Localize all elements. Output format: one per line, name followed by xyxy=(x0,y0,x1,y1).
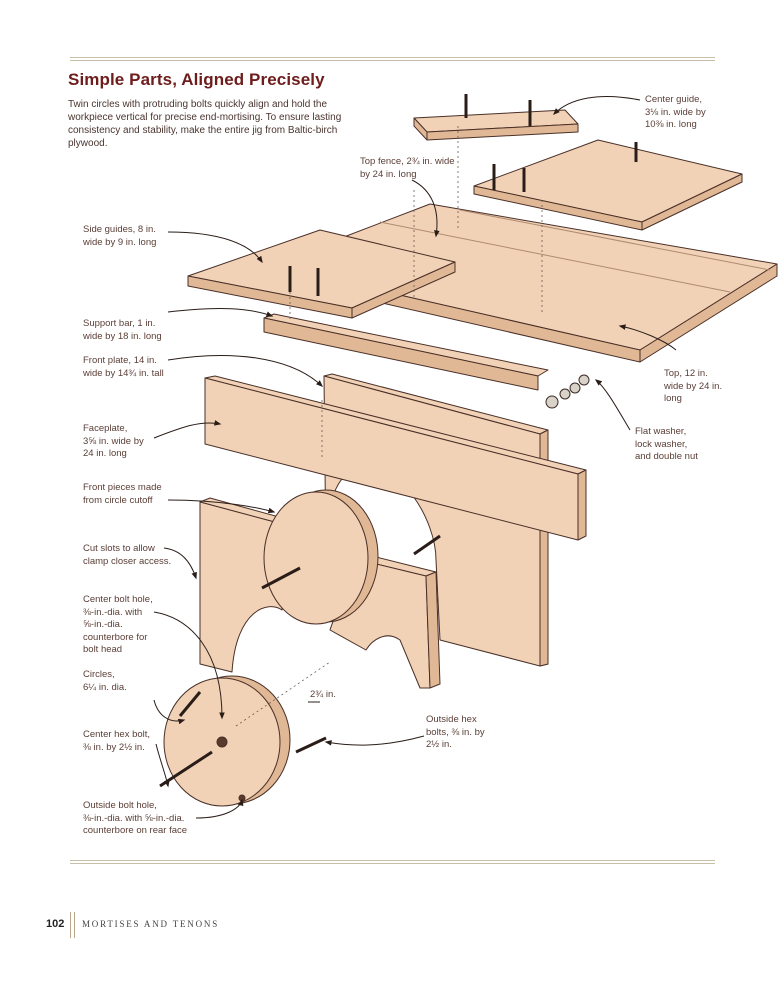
label-center-guide: Center guide, 3⅛ in. wide by 10⅜ in. lon… xyxy=(645,94,706,130)
label-top: Top, 12 in. wide by 24 in. long xyxy=(664,368,723,404)
footer-divider xyxy=(70,912,75,938)
label-outside-hex-bolts: Outside hex bolts, ⅜ in. by 2½ in. xyxy=(426,714,485,750)
center-guide-part xyxy=(413,109,579,141)
label-dimension: 2¾ in. xyxy=(310,689,336,700)
page-number: 102 xyxy=(46,918,65,930)
upper-circle-part xyxy=(263,489,379,625)
lower-circle-part xyxy=(163,675,291,807)
label-circles: Circles, 6¼ in. dia. xyxy=(83,669,127,693)
label-side-guides: Side guides, 8 in. wide by 9 in. long xyxy=(83,224,157,248)
faceplate-part xyxy=(204,375,587,541)
front-pieces-part xyxy=(199,497,441,689)
label-cut-slots: Cut slots to allow clamp closer access. xyxy=(83,543,172,567)
leader-arrows xyxy=(153,95,677,819)
page-title: Simple Parts, Aligned Precisely xyxy=(68,70,325,89)
label-center-hex-bolt: Center hex bolt, ⅜ in. by 2½ in. xyxy=(83,729,151,753)
top-rule xyxy=(70,57,715,58)
running-title: MORTISES AND TENONS xyxy=(82,919,220,929)
label-outside-bolt-hole: Outside bolt hole, ⅜-in.-dia. with ⅝-in.… xyxy=(83,800,188,836)
bolts xyxy=(159,94,638,788)
bottom-rule-secondary xyxy=(70,863,715,864)
bottom-rule xyxy=(70,860,715,861)
alignment-lines xyxy=(235,126,543,727)
top-fence-part xyxy=(473,139,743,231)
label-front-plate: Front plate, 14 in. wide by 14¾ in. tall xyxy=(83,355,164,379)
label-washers: Flat washer, lock washer, and double nut xyxy=(635,426,698,462)
side-guide-part xyxy=(187,229,456,319)
label-top-fence: Top fence, 2¾ in. wide by 24 in. long xyxy=(360,156,455,180)
label-faceplate: Faceplate, 3⅝ in. wide by 24 in. long xyxy=(83,423,144,459)
support-bar-part xyxy=(263,313,549,391)
top-rule-secondary xyxy=(70,60,715,61)
label-center-bolt-hole: Center bolt hole, ⅜-in.-dia. with ⅝-in.-… xyxy=(83,594,153,655)
intro-paragraph: Twin circles with protruding bolts quick… xyxy=(68,99,342,149)
label-support-bar: Support bar, 1 in. wide by 18 in. long xyxy=(83,318,162,342)
label-front-pieces: Front pieces made from circle cutoff xyxy=(83,482,162,506)
washer-stack xyxy=(545,374,590,409)
